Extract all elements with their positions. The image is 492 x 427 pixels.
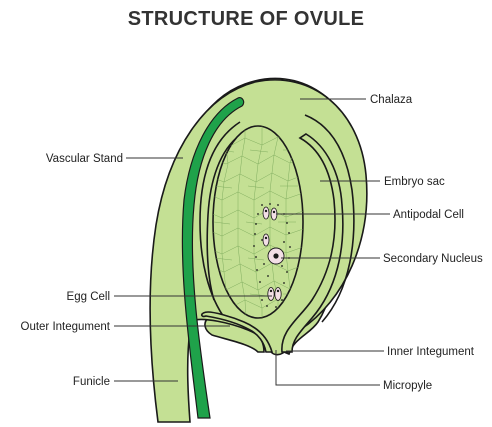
label-funicle: Funicle [73, 376, 110, 388]
label-embryo-sac: Embryo sac [384, 176, 445, 188]
label-chalaza: Chalaza [370, 94, 413, 106]
label-antipodal-cell: Antipodal Cell [393, 209, 464, 221]
label-outer-integument: Outer Integument [21, 321, 111, 333]
label-egg-cell: Egg Cell [67, 291, 110, 303]
label-inner-integument: Inner Integument [387, 346, 475, 358]
label-vascular-stand: Vascular Stand [46, 153, 123, 165]
label-secondary-nucleus: Secondary Nucleus [383, 253, 483, 265]
label-micropyle: Micropyle [383, 380, 432, 392]
secondary-nucleus [268, 248, 284, 264]
